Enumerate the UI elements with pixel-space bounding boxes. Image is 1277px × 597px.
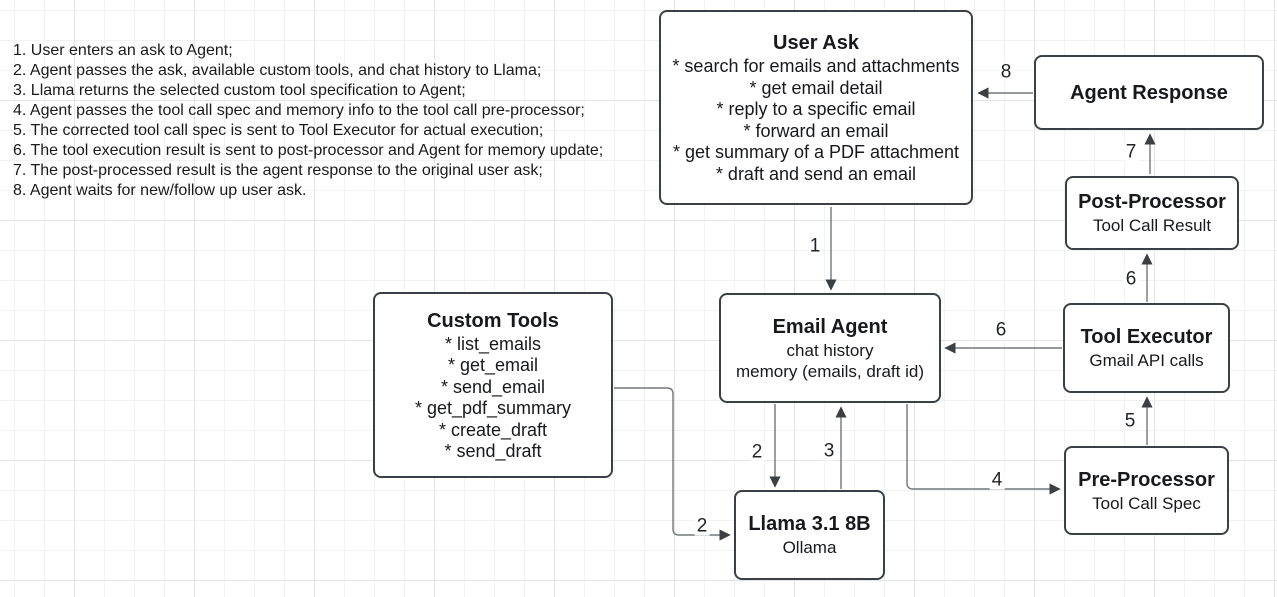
node-user-ask-title: User Ask (773, 32, 859, 54)
node-email-agent-line: memory (emails, draft id) (736, 362, 924, 381)
arrow-step4-emailagent-to-preprocessor (906, 404, 1061, 495)
edge-label-step6-vertical: 6 (1123, 268, 1139, 290)
node-custom-tools-item: * send_draft (444, 441, 542, 461)
node-custom-tools-item: * get_email (447, 355, 539, 375)
note-line: 8. Agent waits for new/follow up user as… (13, 182, 307, 199)
edge-label-step8: 8 (998, 61, 1014, 83)
edge-label-step4: 4 (989, 469, 1005, 491)
node-tool-executor-title: Tool Executor (1080, 326, 1213, 349)
node-post-processor-title: Post-Processor (1078, 191, 1226, 214)
node-email-agent: Email Agent chat history memory (emails,… (719, 293, 941, 403)
edge-label-step7: 7 (1123, 141, 1139, 163)
node-custom-tools-item: * list_emails (444, 333, 542, 354)
node-post-processor: Post-Processor Tool Call Result (1065, 176, 1239, 250)
node-custom-tools-item: * send_email (440, 376, 546, 397)
node-agent-response-title: Agent Response (1070, 81, 1228, 104)
node-user-ask-item: * get email detail (749, 77, 883, 98)
edge-label-step2-tools-llama: 2 (694, 515, 710, 537)
node-email-agent-title: Email Agent (772, 315, 888, 338)
explanation-list: 1. User enters an ask to Agent; 2. Agent… (13, 41, 603, 201)
node-llama: Llama 3.1 8B Ollama (734, 490, 885, 580)
note-line: 7. The post-processed result is the agen… (13, 162, 543, 179)
note-line: 1. User enters an ask to Agent; (13, 42, 233, 59)
arrow-step2-customtools-to-llama (614, 387, 731, 541)
edge-label-step2-agent-llama: 2 (749, 441, 765, 463)
edge-label-step6-horizontal: 6 (993, 319, 1009, 341)
node-pre-processor: Pre-Processor Tool Call Spec (1064, 446, 1229, 535)
note-line: 4. Agent passes the tool call spec and m… (13, 102, 585, 119)
node-custom-tools: Custom Tools * list_emails * get_email *… (373, 292, 613, 478)
node-user-ask-item: * draft and send an email (715, 163, 917, 184)
node-custom-tools-item: * create_draft (438, 419, 548, 440)
node-custom-tools-title: Custom Tools (427, 309, 559, 332)
note-line: 3. Llama returns the selected custom too… (13, 82, 466, 99)
node-user-ask-item: * forward an email (743, 120, 889, 141)
note-line: 2. Agent passes the ask, available custo… (13, 62, 542, 79)
note-line: 6. The tool execution result is sent to … (13, 142, 604, 159)
node-user-ask-item: * reply to a specific email (716, 99, 916, 119)
node-email-agent-line: chat history (786, 340, 874, 360)
node-llama-subtitle: Ollama (782, 538, 837, 558)
node-custom-tools-item: * get_pdf_summary (414, 398, 572, 418)
node-tool-executor-subtitle: Gmail API calls (1089, 351, 1204, 371)
node-tool-executor: Tool Executor Gmail API calls (1063, 303, 1230, 393)
node-user-ask-item: * search for emails and attachments (672, 56, 960, 76)
node-user-ask: User Ask * search for emails and attachm… (659, 10, 973, 205)
node-pre-processor-subtitle: Tool Call Spec (1092, 493, 1201, 513)
note-line: 5. The corrected tool call spec is sent … (13, 122, 544, 139)
node-llama-title: Llama 3.1 8B (748, 513, 871, 536)
edge-label-step3: 3 (821, 440, 837, 462)
edge-label-step1: 1 (807, 235, 823, 257)
node-agent-response: Agent Response (1034, 55, 1264, 130)
node-post-processor-subtitle: Tool Call Result (1092, 216, 1212, 236)
node-pre-processor-title: Pre-Processor (1078, 468, 1215, 491)
node-user-ask-item: * get summary of a PDF attachment (672, 142, 960, 162)
edge-label-step5: 5 (1122, 410, 1138, 432)
